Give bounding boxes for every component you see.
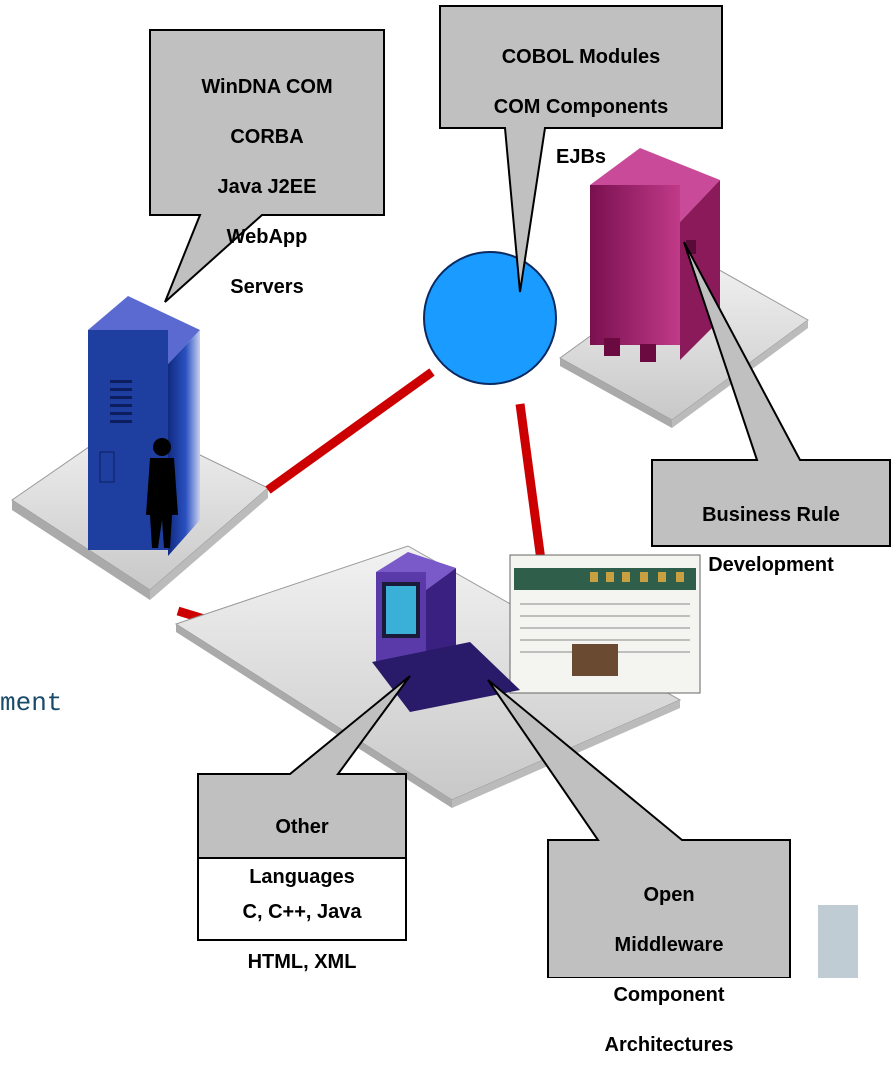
modules-line-2: COM Components xyxy=(493,96,669,118)
other-languages-line-1: Other xyxy=(275,816,329,838)
architecture-diagram xyxy=(11,5,891,978)
pc-screen-glow xyxy=(386,586,416,634)
app-window-toolbar-icons xyxy=(590,572,684,582)
callout-other-languages xyxy=(197,675,411,941)
right-server-platform-edge xyxy=(560,358,672,428)
middleware-line-2: Middleware xyxy=(614,934,724,956)
modules-line-3: EJBs xyxy=(555,146,607,168)
platforms-line-2: CORBA xyxy=(230,126,304,148)
callout-middleware xyxy=(487,679,791,978)
other-languages-detail-line-2: HTML, XML xyxy=(247,951,357,973)
right-server-slot xyxy=(686,240,696,254)
app-window-form-lines xyxy=(520,603,690,653)
pc-platform-edge xyxy=(176,624,452,808)
callout-modules-text: COBOL Modules COM Components EJBs xyxy=(440,20,722,195)
callout-platforms xyxy=(149,29,385,303)
business-rule-line-1: Business Rule xyxy=(702,504,840,526)
platforms-line-1: WinDNA COM xyxy=(201,76,333,98)
workstation-group xyxy=(174,545,701,808)
pc-monitor-top xyxy=(376,552,456,590)
truncated-text-fragment: ment xyxy=(0,688,63,718)
callout-modules xyxy=(439,5,723,293)
callout-middleware-text: Open Middleware Component Architectures xyxy=(548,858,790,1083)
right-server-foot xyxy=(604,338,620,356)
left-server-platform-edge xyxy=(12,500,150,600)
person-silhouette-icon xyxy=(146,438,178,548)
platforms-line-4: WebApp xyxy=(226,226,308,248)
middleware-line-1: Open xyxy=(643,884,695,906)
callout-platforms-text: WinDNA COM CORBA Java J2EE WebApp Server… xyxy=(150,50,384,325)
right-server-icon xyxy=(590,185,680,345)
pc-keyboard-base xyxy=(372,642,520,712)
callout-business-rule xyxy=(651,241,891,547)
callout-business-rule-text: Business Rule Development xyxy=(652,478,890,603)
left-server-right-face xyxy=(168,330,200,556)
left-server-group xyxy=(11,296,269,600)
right-server-foot2 xyxy=(640,344,656,362)
middleware-line-4: Architectures xyxy=(604,1034,734,1056)
modules-line-1: COBOL Modules xyxy=(501,46,661,68)
corner-decoration xyxy=(818,905,858,978)
platforms-line-3: Java J2EE xyxy=(217,176,317,198)
left-server-vents xyxy=(110,380,132,423)
other-languages-detail-box xyxy=(197,857,407,941)
connector-left-hub xyxy=(265,368,435,494)
pc-monitor-side xyxy=(426,568,456,672)
middleware-line-3: Component xyxy=(613,984,725,1006)
left-server-platform-edge2 xyxy=(150,488,268,600)
other-languages-detail-line-1: C, C++, Java xyxy=(242,901,362,923)
left-server-drive xyxy=(99,451,115,483)
app-window-photo xyxy=(572,644,618,676)
platforms-line-5: Servers xyxy=(230,276,304,298)
network-hub-circle xyxy=(423,251,557,385)
app-window-toolbar xyxy=(514,568,696,590)
other-languages-line-2: Languages xyxy=(249,866,355,888)
other-languages-detail-text: C, C++, Java HTML, XML xyxy=(198,875,406,1000)
callout-other-languages-text: Other Languages xyxy=(198,790,406,915)
business-rule-line-2: Development xyxy=(708,554,834,576)
